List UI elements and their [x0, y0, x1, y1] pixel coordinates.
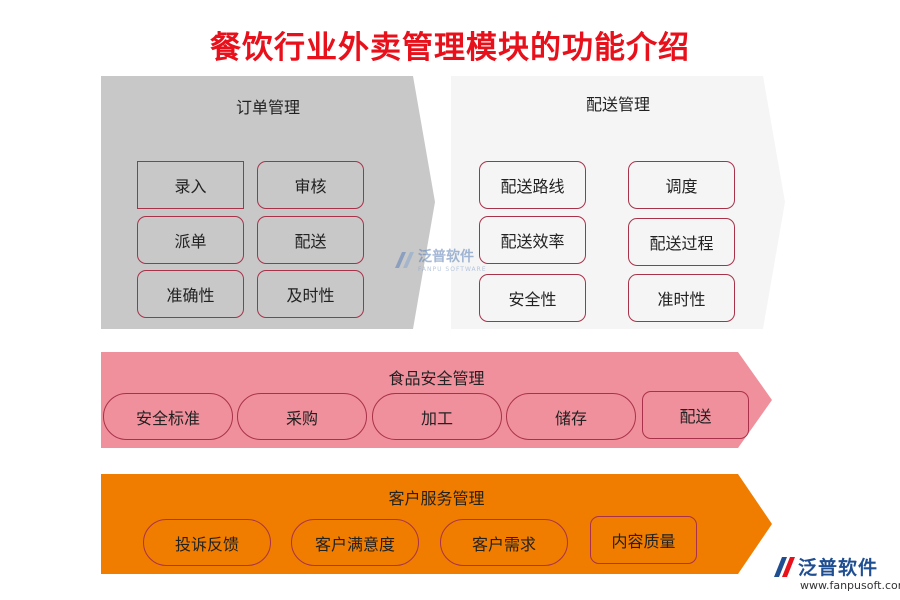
- service-panel-title: 客户服务管理: [388, 489, 485, 508]
- logo-url: www.fanpusoft.com: [800, 579, 900, 592]
- delivery-item-punctuality[interactable]: 准时性: [628, 274, 735, 322]
- order-item-entry[interactable]: 录入: [137, 161, 244, 209]
- food-item-storage[interactable]: 储存: [506, 393, 636, 440]
- order-item-dispatch[interactable]: 派单: [137, 216, 244, 264]
- fanpu-watermark: 泛普软件 FANPU SOFTWARE: [392, 246, 487, 273]
- order-management-panel: 订单管理 录入 审核 派单 配送 准确性 及时性: [101, 76, 435, 329]
- delivery-item-process[interactable]: 配送过程: [628, 218, 735, 266]
- delivery-item-efficiency[interactable]: 配送效率: [479, 216, 586, 264]
- food-item-processing[interactable]: 加工: [372, 393, 502, 440]
- watermark-name: 泛普软件: [418, 249, 474, 265]
- food-item-delivery[interactable]: 配送: [642, 391, 749, 439]
- food-item-purchasing[interactable]: 采购: [237, 393, 367, 440]
- service-item-complaint[interactable]: 投诉反馈: [143, 519, 271, 566]
- service-item-needs[interactable]: 客户需求: [440, 519, 568, 566]
- watermark-sub: FANPU SOFTWARE: [418, 266, 487, 273]
- customer-service-panel: 客户服务管理 投诉反馈 客户满意度 客户需求 内容质量: [101, 474, 772, 574]
- order-panel-title: 订单管理: [235, 98, 300, 117]
- food-panel-title: 食品安全管理: [388, 369, 485, 388]
- page-title: 餐饮行业外卖管理模块的功能介绍: [210, 30, 690, 66]
- food-item-standard[interactable]: 安全标准: [103, 393, 233, 440]
- service-item-satisfaction[interactable]: 客户满意度: [291, 519, 419, 566]
- delivery-management-panel: 配送管理 配送路线 调度 配送效率 配送过程 安全性 准时性: [451, 76, 785, 329]
- delivery-panel-title: 配送管理: [585, 95, 650, 114]
- delivery-item-safety[interactable]: 安全性: [479, 274, 586, 322]
- order-item-timeliness[interactable]: 及时性: [257, 270, 364, 318]
- fanpu-logo-icon: [774, 557, 795, 577]
- order-item-accuracy[interactable]: 准确性: [137, 270, 244, 318]
- fanpu-watermark-icon: [395, 251, 414, 268]
- order-item-review[interactable]: 审核: [257, 161, 364, 209]
- service-item-content-quality[interactable]: 内容质量: [590, 516, 697, 564]
- delivery-item-scheduling[interactable]: 调度: [628, 161, 735, 209]
- fanpu-logo: 泛普软件 www.fanpusoft.com: [770, 551, 900, 597]
- order-item-delivery[interactable]: 配送: [257, 216, 364, 264]
- delivery-item-route[interactable]: 配送路线: [479, 161, 586, 209]
- logo-name: 泛普软件: [798, 557, 879, 579]
- food-safety-panel: 食品安全管理 安全标准 采购 加工 储存 配送: [101, 352, 772, 448]
